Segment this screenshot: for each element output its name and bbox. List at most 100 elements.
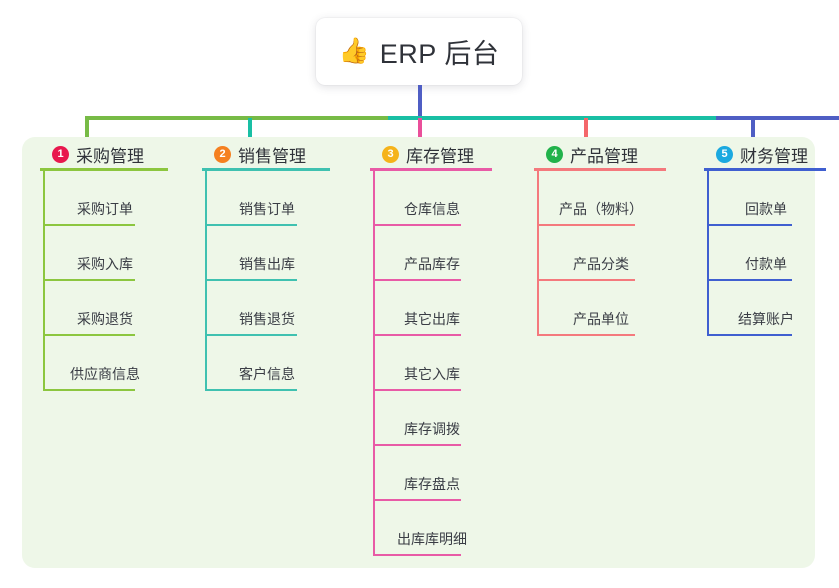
module-item-rule: [205, 279, 297, 281]
root-stem-connector: [418, 85, 422, 118]
module-item[interactable]: 库存调拨: [370, 391, 494, 446]
module-item[interactable]: 其它入库: [370, 336, 494, 391]
branch-drop-3: [418, 118, 422, 144]
module-item[interactable]: 销售订单: [202, 171, 332, 226]
module-item[interactable]: 结算账户: [704, 281, 828, 336]
column-inventory: 3 库存管理 仓库信息产品库存其它出库其它入库库存调拨库存盘点出库库明细: [370, 137, 494, 556]
module-item-label: 出库库明细: [397, 531, 467, 547]
column-finance: 5 财务管理 回款单付款单结算账户: [704, 137, 828, 336]
module-item-label: 供应商信息: [70, 366, 140, 382]
module-item[interactable]: 出库库明细: [370, 501, 494, 556]
module-item-rule: [373, 279, 461, 281]
column-header-3[interactable]: 3 库存管理: [370, 137, 494, 171]
column-header-rule-4: [534, 168, 666, 171]
module-item-label: 客户信息: [239, 366, 295, 382]
module-item[interactable]: 产品分类: [534, 226, 668, 281]
module-item-rule: [373, 444, 461, 446]
branch-drop-1: [85, 118, 89, 144]
column-items-3: 仓库信息产品库存其它出库其它入库库存调拨库存盘点出库库明细: [370, 171, 494, 556]
column-header-1[interactable]: 1 采购管理: [40, 137, 170, 171]
module-item-label: 产品库存: [404, 256, 460, 272]
module-item[interactable]: 销售退货: [202, 281, 332, 336]
column-items-2: 销售订单销售出库销售退货客户信息: [202, 171, 332, 391]
module-item-rule: [537, 334, 635, 336]
column-spine-5: [707, 171, 709, 336]
module-item[interactable]: 客户信息: [202, 336, 332, 391]
module-item-label: 采购退货: [77, 311, 133, 327]
module-item-label: 产品单位: [573, 311, 629, 327]
column-header-rule-1: [40, 168, 168, 171]
module-item-label: 产品（物料）: [559, 201, 643, 217]
column-items-4: 产品（物料） 产品分类产品单位: [534, 171, 668, 336]
module-item-label: 付款单: [745, 256, 787, 272]
module-item[interactable]: 采购退货: [40, 281, 170, 336]
column-header-rule-5: [704, 168, 826, 171]
module-item-label: 采购入库: [77, 256, 133, 272]
modules-panel: 1 采购管理 采购订单采购入库采购退货供应商信息 2 销售管理 销售订单销售出库…: [22, 137, 826, 568]
module-item-rule: [707, 334, 792, 336]
root-node-label: ERP 后台: [379, 39, 500, 69]
module-item-label: 销售退货: [239, 311, 295, 327]
branch-drop-4: [584, 118, 588, 144]
module-item[interactable]: 销售出库: [202, 226, 332, 281]
column-badge-4: 4: [546, 145, 563, 163]
module-item-label: 库存调拨: [404, 421, 460, 437]
module-item-rule: [205, 389, 297, 391]
branch-bar-teal: [388, 116, 720, 120]
module-item[interactable]: 产品库存: [370, 226, 494, 281]
column-items-1: 采购订单采购入库采购退货供应商信息: [40, 171, 170, 391]
column-header-rule-3: [370, 168, 492, 171]
branch-drop-5: [751, 118, 755, 144]
column-header-5[interactable]: 5 财务管理: [704, 137, 828, 171]
module-item-rule: [707, 279, 792, 281]
module-item-rule: [43, 389, 135, 391]
column-header-4[interactable]: 4 产品管理: [534, 137, 668, 171]
module-item-rule: [43, 224, 135, 226]
module-item-rule: [537, 279, 635, 281]
module-item-rule: [43, 279, 135, 281]
module-item[interactable]: 其它出库: [370, 281, 494, 336]
module-item[interactable]: 采购入库: [40, 226, 170, 281]
module-item[interactable]: 仓库信息: [370, 171, 494, 226]
module-item-rule: [205, 224, 297, 226]
column-title-5: 财务管理: [740, 146, 808, 166]
module-item-rule: [43, 334, 135, 336]
column-badge-2: 2: [214, 145, 231, 163]
module-item[interactable]: 供应商信息: [40, 336, 170, 391]
root-node-erp-backend[interactable]: 👍 ERP 后台: [316, 18, 522, 85]
branch-drop-2: [248, 118, 252, 144]
thumbs-up-icon: 👍: [338, 37, 370, 65]
column-spine-4: [537, 171, 539, 336]
module-item-label: 其它入库: [404, 366, 460, 382]
module-item[interactable]: 库存盘点: [370, 446, 494, 501]
branch-bar-green: [85, 116, 392, 120]
module-item-rule: [373, 554, 461, 556]
module-item[interactable]: 回款单: [704, 171, 828, 226]
column-title-4: 产品管理: [570, 146, 638, 166]
module-item-label: 库存盘点: [404, 476, 460, 492]
module-item-label: 回款单: [745, 201, 787, 217]
module-item-rule: [707, 224, 792, 226]
module-item[interactable]: 产品单位: [534, 281, 668, 336]
column-spine-3: [373, 171, 375, 556]
column-badge-3: 3: [382, 145, 399, 163]
module-item[interactable]: 产品（物料）: [534, 171, 668, 226]
module-item-label: 产品分类: [573, 256, 629, 272]
module-item-label: 结算账户: [738, 311, 794, 327]
module-item[interactable]: 采购订单: [40, 171, 170, 226]
column-header-rule-2: [202, 168, 330, 171]
module-item-rule: [373, 389, 461, 391]
module-item-label: 销售订单: [239, 201, 295, 217]
branch-bar-blue: [716, 116, 839, 120]
module-item[interactable]: 付款单: [704, 226, 828, 281]
module-item-rule: [205, 334, 297, 336]
column-title-3: 库存管理: [406, 146, 474, 166]
column-title-2: 销售管理: [238, 146, 306, 166]
column-header-2[interactable]: 2 销售管理: [202, 137, 332, 171]
module-item-label: 采购订单: [77, 201, 133, 217]
module-item-rule: [373, 499, 461, 501]
module-item-rule: [537, 224, 635, 226]
column-spine-2: [205, 171, 207, 391]
column-procurement: 1 采购管理 采购订单采购入库采购退货供应商信息: [40, 137, 170, 391]
module-item-rule: [373, 334, 461, 336]
